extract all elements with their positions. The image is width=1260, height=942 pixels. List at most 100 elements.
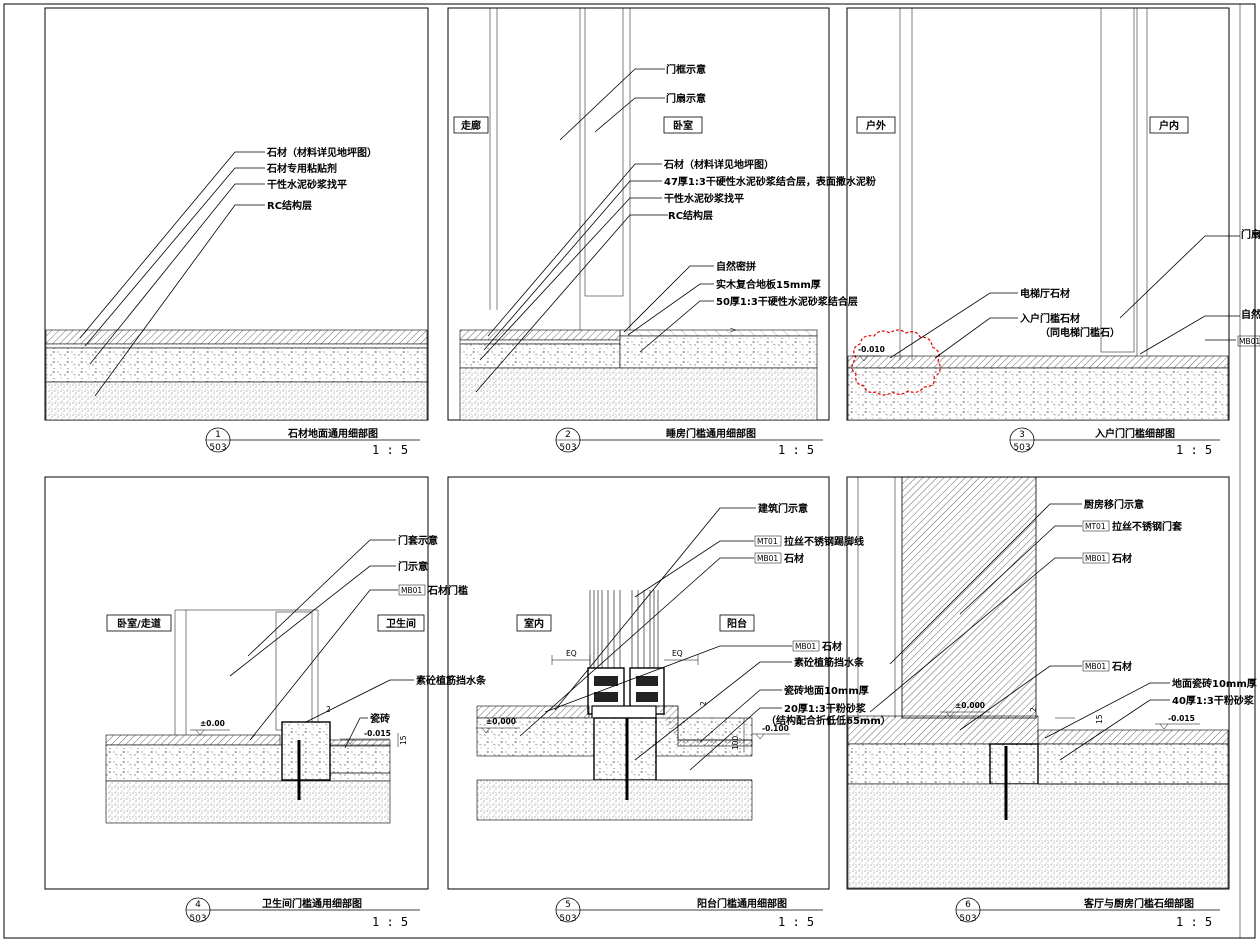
- concrete-upstand: [989, 743, 1039, 785]
- material-tag: [398, 584, 426, 596]
- detail-number: 4: [195, 900, 201, 910]
- leader-label: 石材: [1111, 660, 1132, 673]
- leader-label: 石材（材料详见地坪图）: [663, 158, 774, 171]
- dimension: 2: [699, 701, 708, 706]
- rc-structure: [45, 381, 428, 421]
- detail-title: 阳台门槛通用细部图: [697, 897, 787, 910]
- door-leaf: [584, 7, 624, 297]
- leader-label: RC结构层: [668, 209, 713, 222]
- room-tag-label: 室内: [524, 617, 544, 630]
- leader-label: 门框示意: [666, 63, 706, 76]
- room-tag: [1149, 116, 1189, 134]
- room-tag-label: 卫生间: [386, 617, 416, 630]
- detail-scale: 1 : 5: [372, 443, 408, 457]
- dimension: EQ: [672, 649, 683, 658]
- room-tag: [719, 614, 755, 632]
- leader-label: 47厚1:3干硬性水泥砂浆结合层，表面撒水泥粉: [664, 175, 876, 188]
- level-label: ±0.00: [200, 719, 225, 728]
- concrete-upstand: [593, 717, 657, 781]
- leader-label: 自然密拼: [716, 260, 756, 273]
- material-tag: [754, 552, 782, 564]
- sheet-number: 503: [1013, 443, 1030, 453]
- door-leaf: [1100, 7, 1135, 353]
- leader-label: 瓷砖地面10mm厚: [784, 684, 869, 697]
- material-tag-label: MB01: [1085, 554, 1106, 563]
- room-tag: [377, 614, 425, 632]
- leader-label: 地面瓷砖10mm厚: [1172, 677, 1257, 690]
- detail-5-frame: [447, 476, 830, 890]
- detail-4-frame: [44, 476, 429, 890]
- leader-label: 自然: [1241, 308, 1260, 321]
- detail-scale: 1 : 5: [372, 915, 408, 929]
- room-tag-label: 走廊: [460, 119, 481, 132]
- level-label: -0.010: [858, 345, 885, 354]
- leader-label: 20厚1:3干粉砂浆: [784, 702, 867, 715]
- dimension: 15: [399, 735, 408, 745]
- sheet-number: 503: [959, 914, 976, 924]
- detail-2: 走廊 卧室 门框示意 门扇示意 石材（材料详见地坪图） 47厚1:3干硬性水泥砂…: [447, 7, 876, 457]
- leader: [89, 183, 265, 365]
- level-label: -0.100: [762, 724, 789, 733]
- door-leaf: [275, 611, 313, 731]
- material-tag-label: MT01: [1085, 522, 1106, 531]
- sheet-number: 503: [189, 914, 206, 924]
- material-tag: [1082, 552, 1110, 564]
- detail-3: -0.010 户外 户内 电梯厅石材 入户门槛石材 （同电梯门槛石） 门扇 自然…: [846, 7, 1260, 457]
- leader: [94, 204, 265, 397]
- leader-label: 实木复合地板15mm厚: [716, 278, 821, 291]
- leader-label: 40厚1:3干粉砂浆: [1172, 694, 1255, 707]
- detail-title: 卫生间门槛通用细部图: [262, 897, 362, 910]
- level-label: -0.015: [1168, 714, 1195, 723]
- stone-threshold: [105, 734, 281, 746]
- detail-6-frame: [846, 476, 1230, 890]
- sheet-number: 503: [559, 914, 576, 924]
- leader-label: 门扇: [1241, 228, 1260, 241]
- room-tag-label: 卧室/走道: [117, 617, 161, 630]
- room-tag-label: 卧室: [673, 119, 693, 132]
- detail-number: 2: [565, 430, 571, 440]
- material-tag-label: MB01: [401, 586, 422, 595]
- material-tag: [1082, 660, 1110, 672]
- leader-label: RC结构层: [267, 199, 312, 212]
- revision-cloud: [851, 329, 941, 396]
- detail-number: 3: [1019, 430, 1025, 440]
- room-tag: [856, 116, 896, 134]
- leader-label: 干性水泥砂浆找平: [267, 178, 347, 191]
- leader-label: 门扇示意: [666, 92, 706, 105]
- detail-4: 卧室/走道 卫生间 ±0.00 -0.015 2 15 门套示意 门示意 MB0…: [44, 476, 487, 929]
- wall-section: [901, 476, 1037, 719]
- sheet-number: 503: [209, 443, 226, 453]
- material-tag-label: MT01: [757, 537, 778, 546]
- stone-layer: [45, 329, 428, 345]
- tile-layer: [1037, 729, 1229, 745]
- material-tag: [792, 640, 820, 652]
- leader-label: 门套示意: [398, 534, 438, 547]
- tile-layer: [329, 739, 391, 747]
- leader-label: 入户门槛石材: [1020, 312, 1080, 325]
- detail-1: 石材（材料详见地坪图） 石材专用粘贴剂 干性水泥砂浆找平 RC结构层 1 503…: [44, 7, 429, 457]
- stone-threshold: [847, 715, 1039, 745]
- room-tag: [516, 614, 552, 632]
- material-tag: [754, 535, 782, 547]
- tile-layer: [677, 739, 753, 747]
- level-label: ±0.000: [955, 701, 985, 710]
- material-tag-label: MB01: [1239, 337, 1260, 346]
- material-tag-label: MB01: [757, 554, 778, 563]
- dimension: EQ: [566, 649, 577, 658]
- room-tag-label: 阳台: [727, 617, 747, 630]
- detail-title: 客厅与厨房门槛石细部图: [1083, 897, 1194, 910]
- screed-layer: [45, 347, 428, 383]
- leader-label: 石材（材料详见地坪图）: [266, 146, 377, 159]
- timber-floor: [619, 329, 818, 337]
- rc-structure: [459, 367, 818, 421]
- leader-label: 石材: [1111, 552, 1132, 565]
- detail-scale: 1 : 5: [1176, 443, 1212, 457]
- leader-label: 素砼植筋挡水条: [794, 656, 865, 669]
- rc-structure: [105, 780, 391, 824]
- room-tag: [663, 116, 703, 134]
- detail-number: 5: [565, 900, 571, 910]
- dimension: 15: [1095, 714, 1104, 724]
- dimension: 100: [731, 735, 740, 750]
- detail-scale: 1 : 5: [778, 915, 814, 929]
